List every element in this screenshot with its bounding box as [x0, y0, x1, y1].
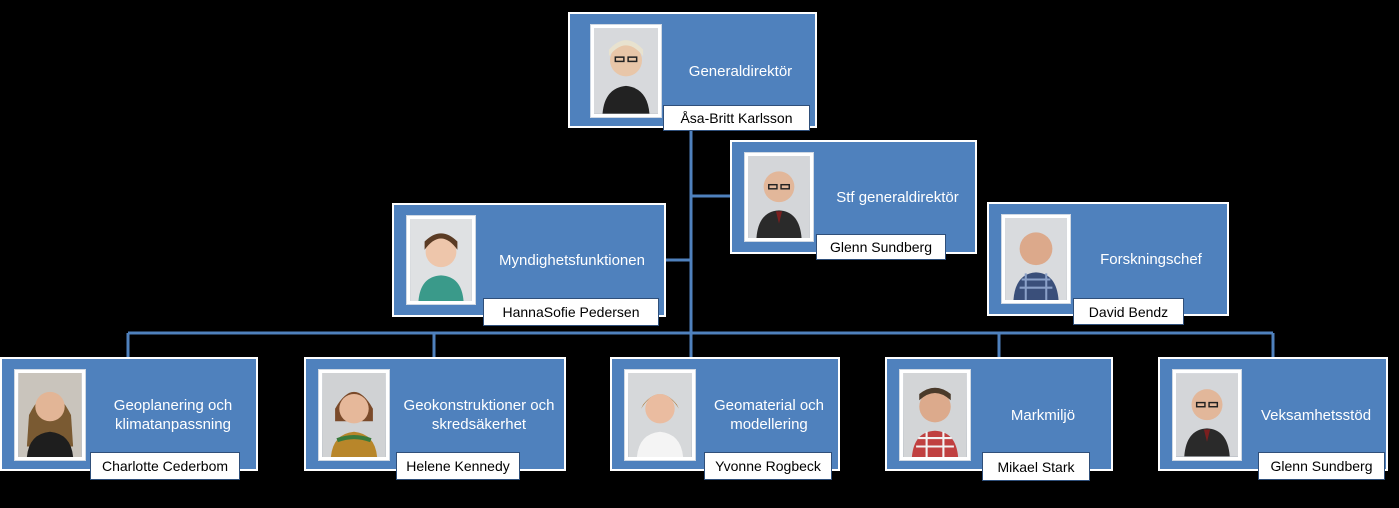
node-title: Stf generaldirektör — [836, 188, 959, 206]
node-geoplanering: Geoplanering och klimatanpassning — [0, 357, 258, 471]
person-photo-icon — [624, 369, 696, 461]
node-title: Markmiljö — [1010, 406, 1076, 424]
node-name: Glenn Sundberg — [816, 234, 946, 260]
node-forskningschef: Forskningschef — [987, 202, 1229, 316]
node-title: Forskningschef — [1100, 250, 1202, 268]
node-name: Åsa-Britt Karlsson — [663, 105, 810, 131]
node-title: Veksamhetsstöd — [1260, 406, 1372, 424]
person-photo-icon — [406, 215, 476, 305]
person-photo-icon — [1172, 369, 1242, 461]
person-photo-icon — [1001, 214, 1071, 304]
node-title: Myndighetsfunktionen — [499, 251, 645, 269]
node-name: Charlotte Cederbom — [90, 452, 240, 480]
node-title: Geoplanering och klimatanpassning — [113, 397, 233, 433]
person-photo-icon — [744, 152, 814, 242]
node-name: HannaSofie Pedersen — [483, 298, 659, 326]
node-name: Helene Kennedy — [396, 452, 520, 480]
person-photo-icon — [899, 369, 971, 461]
node-name: Mikael Stark — [982, 452, 1090, 481]
node-title: Geomaterial och modellering — [713, 397, 825, 433]
node-name: Glenn Sundberg — [1258, 452, 1385, 480]
node-geomaterial: Geomaterial och modellering — [610, 357, 840, 471]
node-title: Geokonstruktioner och skredsäkerhet — [403, 397, 555, 433]
node-generaldirektor: Generaldirektör — [568, 12, 817, 128]
node-name: David Bendz — [1073, 298, 1184, 325]
person-photo-icon — [590, 24, 662, 118]
person-photo-icon — [14, 369, 86, 461]
node-name: Yvonne Rogbeck — [704, 452, 832, 480]
person-photo-icon — [318, 369, 390, 461]
node-title: Generaldirektör — [688, 62, 793, 80]
